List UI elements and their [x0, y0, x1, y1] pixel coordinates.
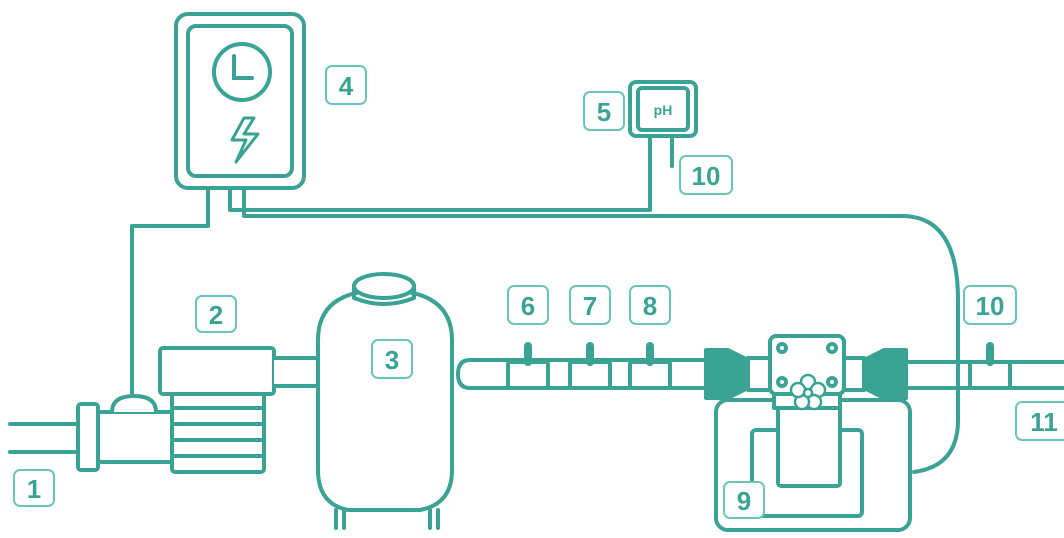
label-11: 11 — [1015, 401, 1064, 441]
svg-text:11: 11 — [1030, 407, 1058, 437]
clock-icon — [212, 42, 272, 102]
label-10-ph: 10 — [679, 155, 733, 195]
svg-text:8: 8 — [643, 291, 657, 321]
svg-text:5: 5 — [597, 97, 611, 127]
label-9: 9 — [723, 481, 765, 519]
svg-text:7: 7 — [583, 291, 597, 321]
lightning-icon — [230, 116, 260, 164]
svg-text:9: 9 — [737, 486, 751, 516]
sensor-8 — [628, 342, 672, 390]
outlet-pipe — [904, 342, 1064, 390]
label-1: 1 — [13, 469, 55, 507]
svg-text:6: 6 — [521, 291, 535, 321]
label-10-outlet: 10 — [963, 285, 1017, 325]
sensor-7 — [568, 342, 612, 390]
ph-label: pH — [654, 102, 673, 118]
sand-filter — [316, 272, 454, 530]
flower-icon — [789, 373, 827, 411]
wire-controller-to-chlorinator — [242, 186, 960, 474]
label-4: 4 — [325, 65, 367, 105]
wire-controller-to-pump — [130, 186, 210, 398]
svg-text:10: 10 — [976, 291, 1005, 321]
svg-text:2: 2 — [209, 300, 223, 330]
wire-controller-to-ph — [228, 136, 652, 212]
svg-text:4: 4 — [339, 71, 354, 101]
pump — [76, 346, 276, 474]
label-2: 2 — [195, 295, 237, 333]
label-5: 5 — [583, 91, 625, 131]
svg-text:1: 1 — [27, 474, 41, 504]
label-3: 3 — [371, 339, 413, 379]
svg-text:10: 10 — [692, 161, 721, 191]
sensor-6 — [506, 342, 550, 390]
label-7: 7 — [569, 285, 611, 325]
label-6: 6 — [507, 285, 549, 325]
label-8: 8 — [629, 285, 671, 325]
inlet-pipe — [8, 422, 82, 454]
svg-text:3: 3 — [385, 345, 399, 375]
ph-probe — [628, 80, 698, 168]
